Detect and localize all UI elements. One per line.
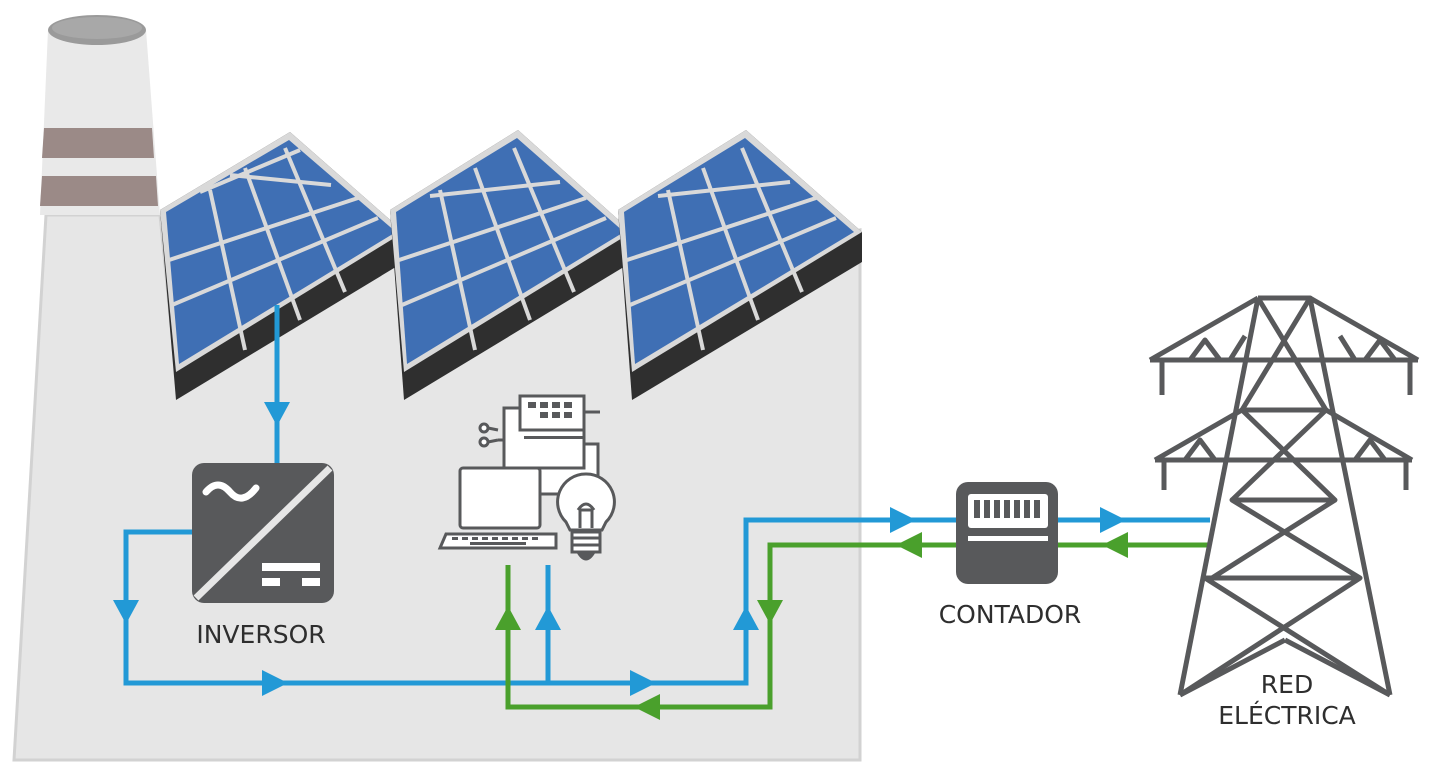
grid-label-line1: RED — [1261, 670, 1313, 699]
solar-roof-2 — [390, 130, 632, 400]
laptop-icon — [437, 466, 558, 550]
meter-label: CONTADOR — [939, 600, 1082, 629]
solar-roof-1 — [160, 132, 404, 400]
solar-roof-3 — [618, 130, 862, 400]
blue-arrowheads — [113, 402, 1126, 696]
inverter-label: INVERSOR — [196, 620, 325, 649]
equipment-keys — [524, 402, 584, 439]
light-bulb-icon — [556, 472, 616, 561]
grid-label-line2: ELÉCTRICA — [1218, 701, 1356, 730]
chimney — [40, 15, 160, 215]
green-arrowheads — [495, 532, 1128, 720]
transmission-tower-icon — [1148, 295, 1420, 698]
inverter-icon — [192, 463, 334, 603]
electricity-meter-icon — [956, 482, 1058, 584]
